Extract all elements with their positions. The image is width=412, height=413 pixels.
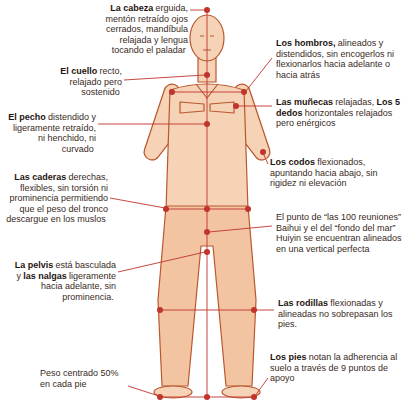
part-name: Los hombros, [276,38,336,48]
callout-label: El punto de “las 100 reuniones” Baihui y… [276,212,406,254]
callout-label: Los piesnotan la adherencia al suelo a t… [270,352,406,384]
note-text: relajadas, [335,97,374,107]
leader-lines [98,10,274,397]
callout-label: La cabezaerguida, mentón retraído ojos c… [88,3,188,56]
callout-label: Los codosflexionados, apuntando hacia ab… [270,157,406,189]
part-name: El cuello [60,66,97,76]
part-name: La pelvis [15,260,54,270]
callout-label: Las caderasderechas, flexibles, sin tors… [6,172,108,225]
callout-label: Los hombros,alineados y distendidos, sin… [276,38,406,80]
callout-label: La pelvisestá basculada ylas nalgasliger… [10,260,116,302]
callout-label: Las rodillasflexionadas y alineadas no s… [278,298,396,330]
part-name: Los codos [270,157,315,167]
part-name: El pecho [8,112,46,122]
callout-label: Peso centrado 50% en cada pie [40,368,130,389]
part-name: Las muñecas [276,97,333,107]
note-text: El punto de “las 100 reuniones” Baihui y… [276,212,402,254]
callout-label: El pechodistendido y ligeramente retraíd… [6,112,96,154]
part-name: Las rodillas [278,298,328,308]
part-name: Los pies [270,352,307,362]
note-text: Peso centrado 50% en cada pie [40,368,119,389]
part-name: La cabeza [110,3,153,13]
part-name: Las caderas [14,172,66,182]
point-dots [157,7,266,400]
callout-label: El cuellorecto, relajado pero sostenido [28,66,122,98]
part-name: las nalgas [23,271,67,281]
callout-label: Las muñecasrelajadas,Los 5 dedoshorizont… [276,97,406,129]
